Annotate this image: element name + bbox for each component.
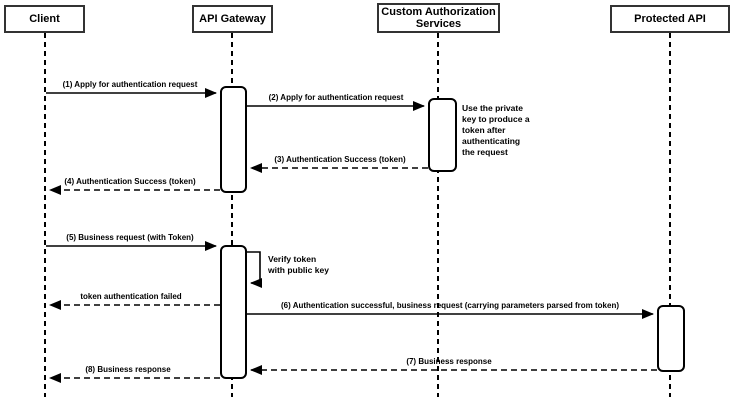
activation-custom-authorization-services xyxy=(428,98,457,172)
activation-protected-api xyxy=(657,305,685,372)
participant-protected-api: Protected API xyxy=(610,5,730,33)
participant-client: Client xyxy=(4,5,85,33)
message-1-label: (1) Apply for authentication request xyxy=(62,80,198,89)
message-7-label: (7) Business response xyxy=(406,357,492,366)
message-6-label: (6) Authentication successful, business … xyxy=(280,301,620,310)
participant-api-gateway-label: API Gateway xyxy=(199,13,266,25)
self-message-verify-token-arrow xyxy=(247,251,262,288)
message-5-label: (5) Business request (with Token) xyxy=(66,233,194,242)
message-2-label: (2) Apply for authentication request xyxy=(268,93,404,102)
participant-protected-api-label: Protected API xyxy=(634,13,706,25)
activation-api-gateway-auth xyxy=(220,86,247,193)
message-8-label: (8) Business response xyxy=(85,365,171,374)
activation-api-gateway-business xyxy=(220,245,247,379)
message-token-failed-label: token authentication failed xyxy=(80,292,182,301)
participant-custom-authorization-services-label: Custom Authorization Services xyxy=(381,6,496,30)
note-use-private-key: Use the private key to produce a token a… xyxy=(462,103,530,157)
participant-client-label: Client xyxy=(29,13,60,25)
message-4-label: (4) Authentication Success (token) xyxy=(64,177,196,186)
note-verify-token: Verify token with public key xyxy=(268,254,329,275)
message-3-label: (3) Authentication Success (token) xyxy=(274,155,406,164)
participant-custom-authorization-services: Custom Authorization Services xyxy=(377,3,500,33)
participant-api-gateway: API Gateway xyxy=(192,5,273,33)
